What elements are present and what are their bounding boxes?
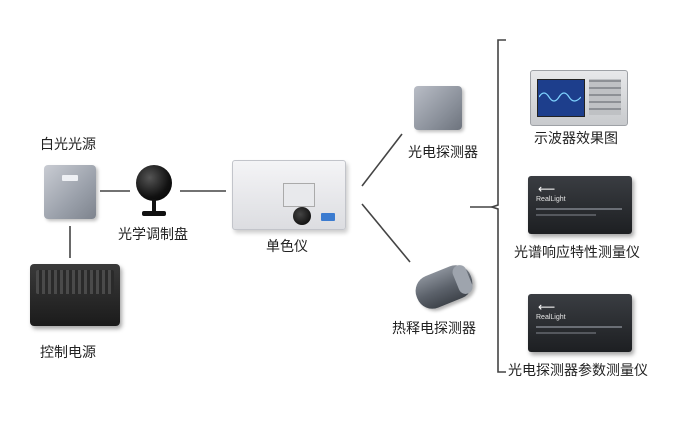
- link-mono-thermal: [361, 203, 411, 263]
- optical-chopper-stem: [152, 199, 156, 213]
- spectral-response-meter-label: 光谱响应特性测量仪: [514, 245, 640, 261]
- optical-chopper-label: 光学调制盘: [118, 227, 188, 243]
- photodetector-label: 光电探测器: [408, 145, 478, 161]
- link-mono-photodetector: [361, 133, 403, 187]
- control-power-device: [30, 264, 120, 326]
- optical-chopper-base: [142, 211, 166, 216]
- white-light-source-label: 白光光源: [40, 137, 96, 153]
- param-meter-label: 光电探测器参数测量仪: [508, 363, 648, 379]
- param-meter-device: ⟵ RealLight: [528, 294, 632, 352]
- right-bracket: [489, 39, 506, 373]
- oscilloscope-image: [530, 70, 628, 126]
- monochromator-device: [232, 160, 346, 230]
- white-light-source-device: [44, 165, 96, 219]
- control-power-label: 控制电源: [40, 345, 96, 361]
- photodetector-device: [414, 86, 462, 130]
- thermal-detector-label: 热释电探测器: [392, 321, 476, 337]
- optical-chopper-head: [136, 165, 172, 201]
- spectral-response-meter-device: ⟵ RealLight: [528, 176, 632, 234]
- oscilloscope-result-label: 示波器效果图: [534, 131, 618, 147]
- monochromator-label: 单色仪: [266, 239, 308, 255]
